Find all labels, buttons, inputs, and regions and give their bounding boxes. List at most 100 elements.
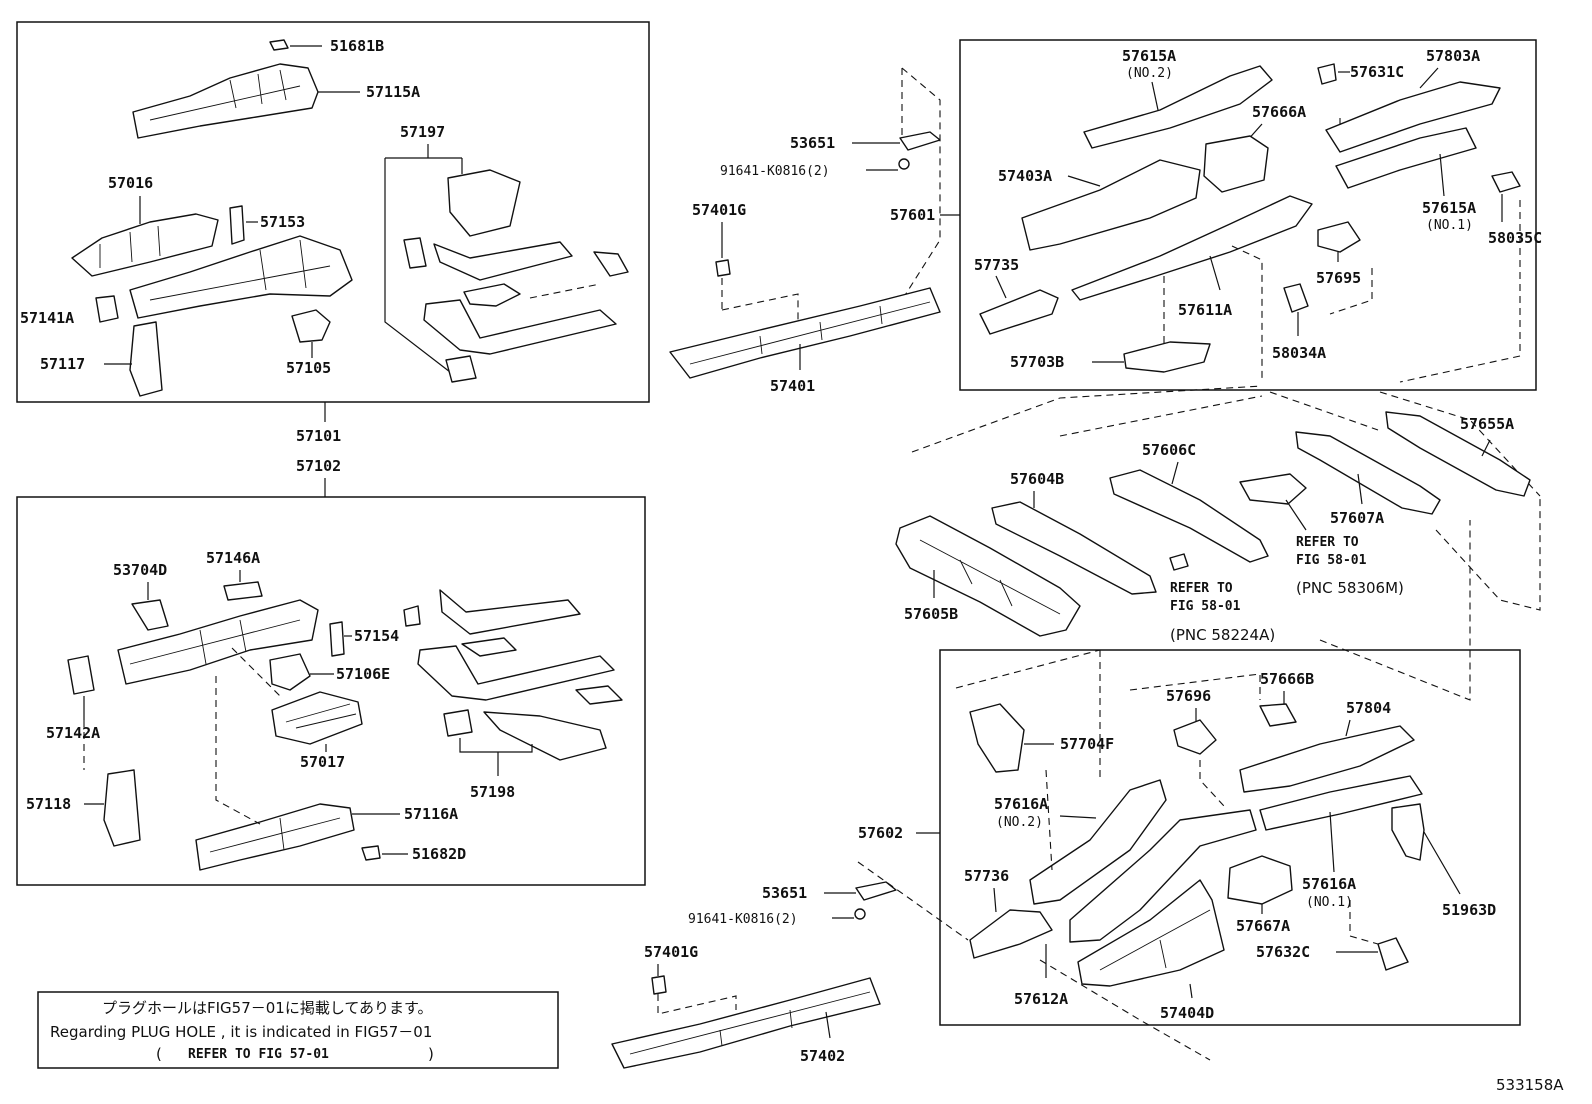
part-57607A-shape xyxy=(1295,431,1441,515)
label-57146A: 57146A xyxy=(206,549,260,567)
label-57655A: 57655A xyxy=(1460,415,1514,433)
part-58035C-shape xyxy=(1491,171,1521,193)
part-51681B-shape xyxy=(269,39,289,51)
label-57153: 57153 xyxy=(260,213,305,231)
label-57402: 57402 xyxy=(800,1047,845,1065)
part-57403A-shape xyxy=(1021,159,1201,251)
part-57016-shape xyxy=(71,213,219,277)
label-57401G-a: 57401G xyxy=(692,201,746,219)
part-57736-shape xyxy=(969,909,1053,959)
label-57105: 57105 xyxy=(286,359,331,377)
label-57106E: 57106E xyxy=(336,665,390,683)
part-57401-shape xyxy=(669,287,941,379)
part-57615A-no1-shape xyxy=(1335,127,1477,189)
part-57402-shape xyxy=(611,977,881,1069)
part-53651-a-shape xyxy=(899,131,941,151)
label-51682D: 51682D xyxy=(412,845,466,863)
label-57604B: 57604B xyxy=(1010,470,1064,488)
part-57401G-a-shape xyxy=(715,259,731,277)
part-57703B-shape xyxy=(1123,341,1211,373)
part-lower-rail-shape xyxy=(117,599,319,685)
refer-2-line1: REFER TO xyxy=(1170,581,1233,596)
label-57117: 57117 xyxy=(40,355,85,373)
label-57616A-no1: 57616A xyxy=(1302,875,1356,893)
label-57102: 57102 xyxy=(296,457,341,475)
part-front-rail-shape xyxy=(129,235,353,319)
label-58035C: 58035C xyxy=(1488,229,1542,247)
part-57115A-shape xyxy=(132,63,319,139)
label-57736: 57736 xyxy=(964,867,1009,885)
refer-1-line2: FIG 58-01 xyxy=(1296,553,1367,568)
label-57615A-no2: 57615A xyxy=(1122,47,1176,65)
part-51963D-shape xyxy=(1391,803,1425,861)
part-57616A-no1-shape xyxy=(1259,775,1423,831)
refer-2-line2: FIG 58-01 xyxy=(1170,599,1241,614)
label-no2-b: (NO.2) xyxy=(996,815,1043,830)
label-57016: 57016 xyxy=(108,174,153,192)
label-57631C: 57631C xyxy=(1350,63,1404,81)
part-57106E-shape xyxy=(269,653,311,691)
note-close-paren: ) xyxy=(428,1045,434,1063)
label-57605B: 57605B xyxy=(904,605,958,623)
label-57017: 57017 xyxy=(300,753,345,771)
part-57604B-shape xyxy=(991,501,1157,595)
label-53651-a: 53651 xyxy=(790,134,835,152)
bolt-91641-a-shape xyxy=(898,158,910,170)
label-57611A: 57611A xyxy=(1178,301,1232,319)
part-57017-shape xyxy=(271,691,363,745)
label-57803A: 57803A xyxy=(1426,47,1480,65)
part-57197-bracket-shape xyxy=(447,169,521,237)
part-57735-shape xyxy=(979,289,1059,335)
label-57704F: 57704F xyxy=(1060,735,1114,753)
label-57616A-no2: 57616A xyxy=(994,795,1048,813)
note-open-paren: ( xyxy=(156,1045,162,1063)
label-57197: 57197 xyxy=(400,123,445,141)
part-53704D-shape xyxy=(131,599,169,631)
upper-left-frame xyxy=(16,21,650,403)
label-51963D: 51963D xyxy=(1442,901,1496,919)
part-53651-b-shape xyxy=(855,881,897,901)
label-57198: 57198 xyxy=(470,783,515,801)
part-57615A-no2-shape xyxy=(1083,65,1273,149)
label-57667A: 57667A xyxy=(1236,917,1290,935)
part-57695-shape xyxy=(1317,221,1361,253)
label-57612A: 57612A xyxy=(1014,990,1068,1008)
bolt-91641-b-shape xyxy=(854,908,866,920)
note-refer-link: REFER TO FIG 57-01 xyxy=(188,1047,329,1062)
part-57696-shape xyxy=(1173,719,1217,755)
note-frame xyxy=(37,991,559,1069)
label-57615A-no1: 57615A xyxy=(1422,199,1476,217)
part-57401G-b-shape xyxy=(651,975,667,995)
label-53651-b: 53651 xyxy=(762,884,807,902)
part-57803A-shape xyxy=(1325,81,1501,153)
label-57142A: 57142A xyxy=(46,724,100,742)
part-57198-upper-shape xyxy=(439,589,581,635)
part-57105-shape xyxy=(291,309,331,343)
lower-left-frame xyxy=(16,496,646,886)
part-57117-shape xyxy=(129,321,163,397)
label-57602: 57602 xyxy=(858,824,903,842)
part-57153-shape xyxy=(229,205,245,245)
refer-1-pnc: (PNC 58306M) xyxy=(1296,579,1404,597)
figure-id: 533158A xyxy=(1496,1076,1564,1094)
part-57666B-shape xyxy=(1259,703,1297,727)
part-57141A-shape xyxy=(95,295,119,323)
label-57154: 57154 xyxy=(354,627,399,645)
lower-right-frame xyxy=(939,649,1521,1026)
part-58034A-shape xyxy=(1283,283,1309,313)
part-57154-shape xyxy=(329,621,345,657)
part-57116A-shape xyxy=(195,803,355,871)
part-57632C-shape xyxy=(1377,937,1409,971)
part-57198-lower-shape xyxy=(483,711,607,761)
part-57804-shape xyxy=(1239,725,1415,793)
label-57401G-b: 57401G xyxy=(644,943,698,961)
part-57631C-shape xyxy=(1317,63,1337,85)
refer-1-line1: REFER TO xyxy=(1296,535,1359,550)
part-57142A-shape xyxy=(67,655,95,695)
note-line-english: Regarding PLUG HOLE , it is indicated in… xyxy=(50,1023,432,1041)
label-no1-b: (NO.1) xyxy=(1306,895,1353,910)
label-57601: 57601 xyxy=(890,206,935,224)
label-57118: 57118 xyxy=(26,795,71,813)
label-57666A: 57666A xyxy=(1252,103,1306,121)
part-57666A-shape xyxy=(1203,135,1269,193)
